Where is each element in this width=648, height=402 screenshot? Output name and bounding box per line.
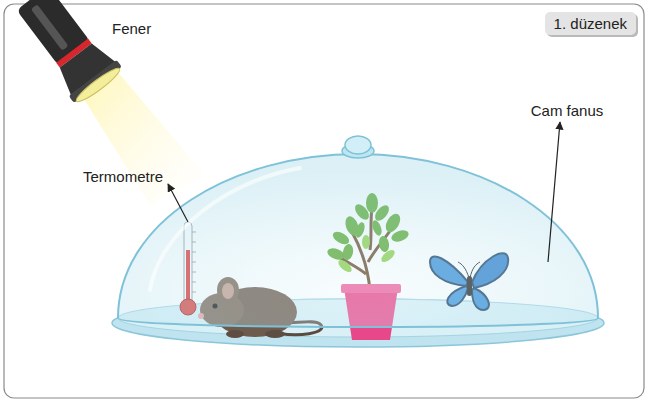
setup-tag: 1. düzenek	[545, 12, 636, 35]
dome-highlight	[150, 168, 300, 290]
light-beam	[82, 70, 205, 205]
dome-label: Cam fanus	[531, 102, 604, 119]
thermometer-label: Termometre	[83, 168, 163, 185]
flashlight	[8, 0, 125, 107]
flashlight-label: Fener	[112, 20, 151, 37]
thermometer-leader	[168, 184, 188, 222]
dome-knob-top	[345, 136, 371, 154]
tag-text: 1. düzenek	[554, 15, 627, 32]
dome-leader	[548, 122, 560, 262]
frame	[4, 4, 644, 398]
glass-dome	[118, 154, 598, 327]
